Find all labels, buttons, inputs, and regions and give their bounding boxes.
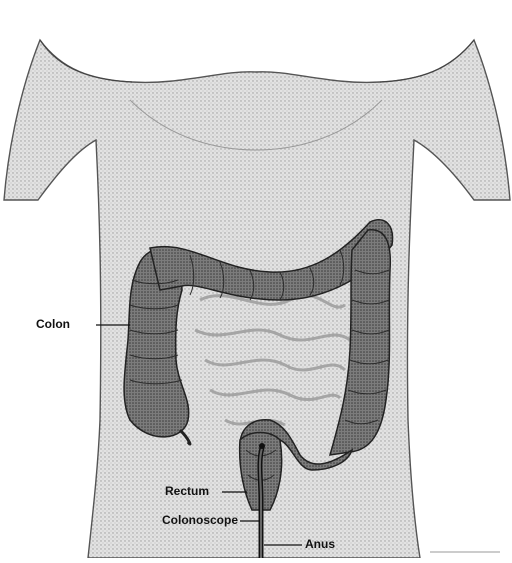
- rectum-label: Rectum: [165, 484, 209, 498]
- colonoscope-label: Colonoscope: [162, 513, 238, 527]
- anus-label: Anus: [305, 537, 335, 551]
- colon-label: Colon: [36, 317, 70, 331]
